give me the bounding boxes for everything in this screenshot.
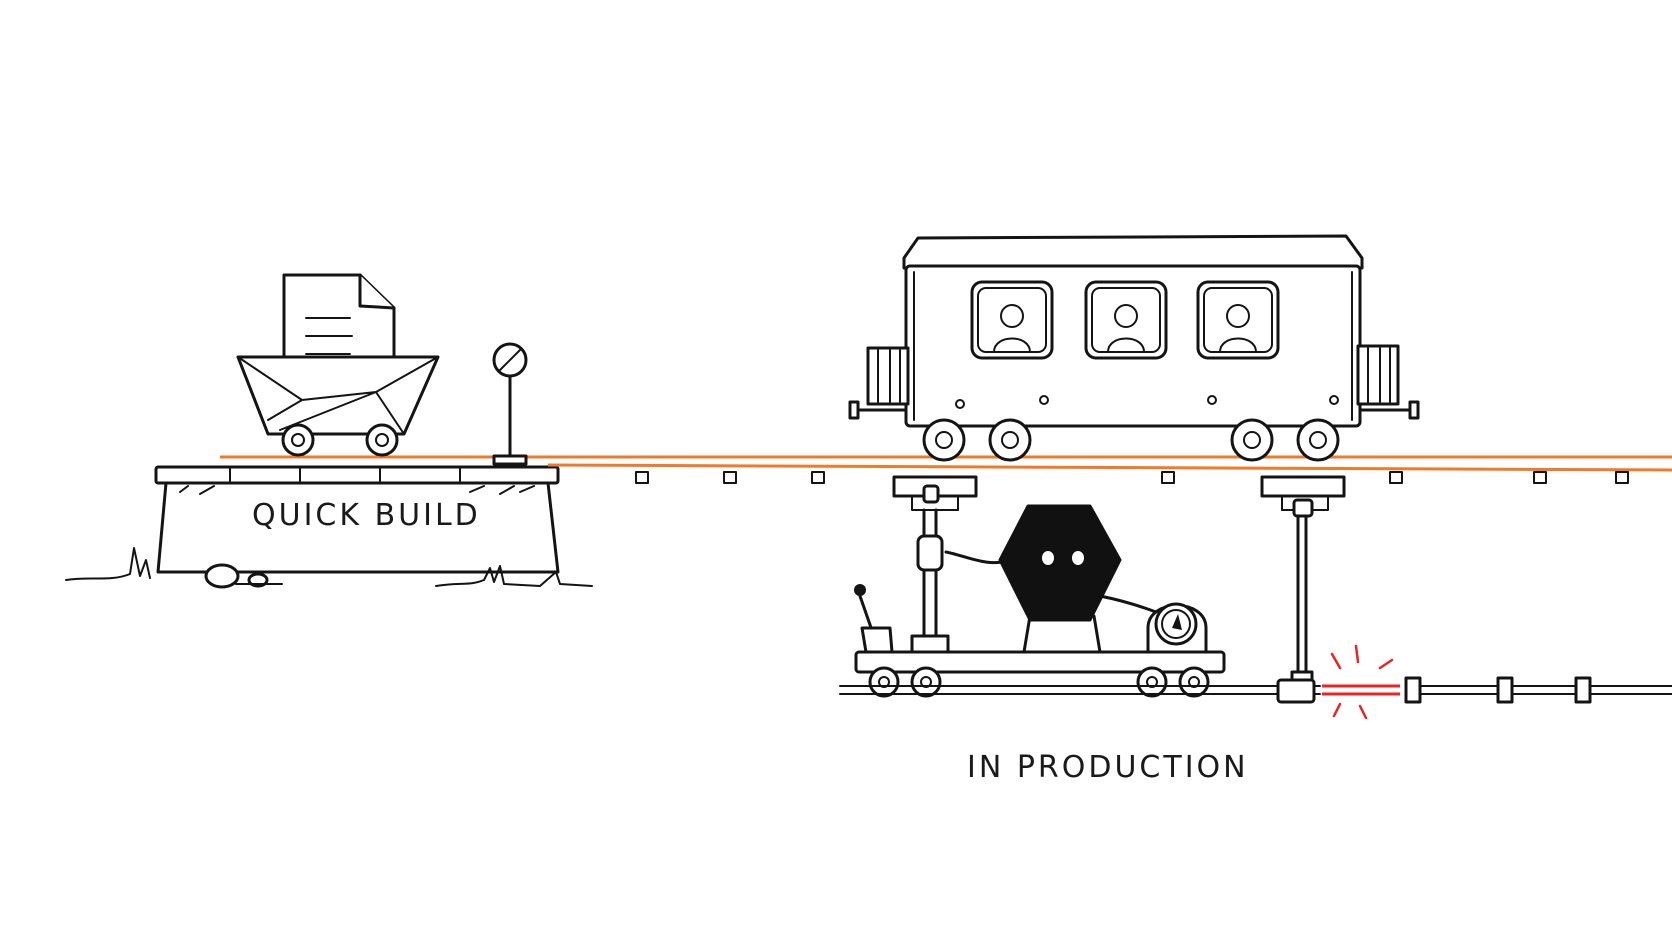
production-pipe	[839, 676, 1672, 704]
pressure-gauge-icon	[1146, 602, 1208, 654]
robot-eye-left	[1042, 551, 1054, 565]
hexagon-robot	[944, 504, 1158, 654]
stop-signal-icon	[492, 342, 528, 466]
quick-build-label: QUICK BUILD	[252, 498, 481, 533]
in-production-label: IN PRODUCTION	[967, 750, 1249, 785]
document-cart	[236, 273, 440, 457]
quick-build-platform	[65, 465, 593, 589]
train-wheels	[922, 418, 1340, 462]
passenger-train-car	[848, 234, 1420, 462]
production-cart	[854, 508, 1226, 698]
robot-eye-right	[1072, 551, 1084, 565]
broken-pipe-spark	[1330, 644, 1394, 720]
passenger-window	[1084, 280, 1168, 360]
track-supports	[892, 475, 1346, 686]
passenger-window	[970, 280, 1054, 360]
main-track	[547, 455, 1672, 484]
passenger-window	[1196, 280, 1280, 360]
